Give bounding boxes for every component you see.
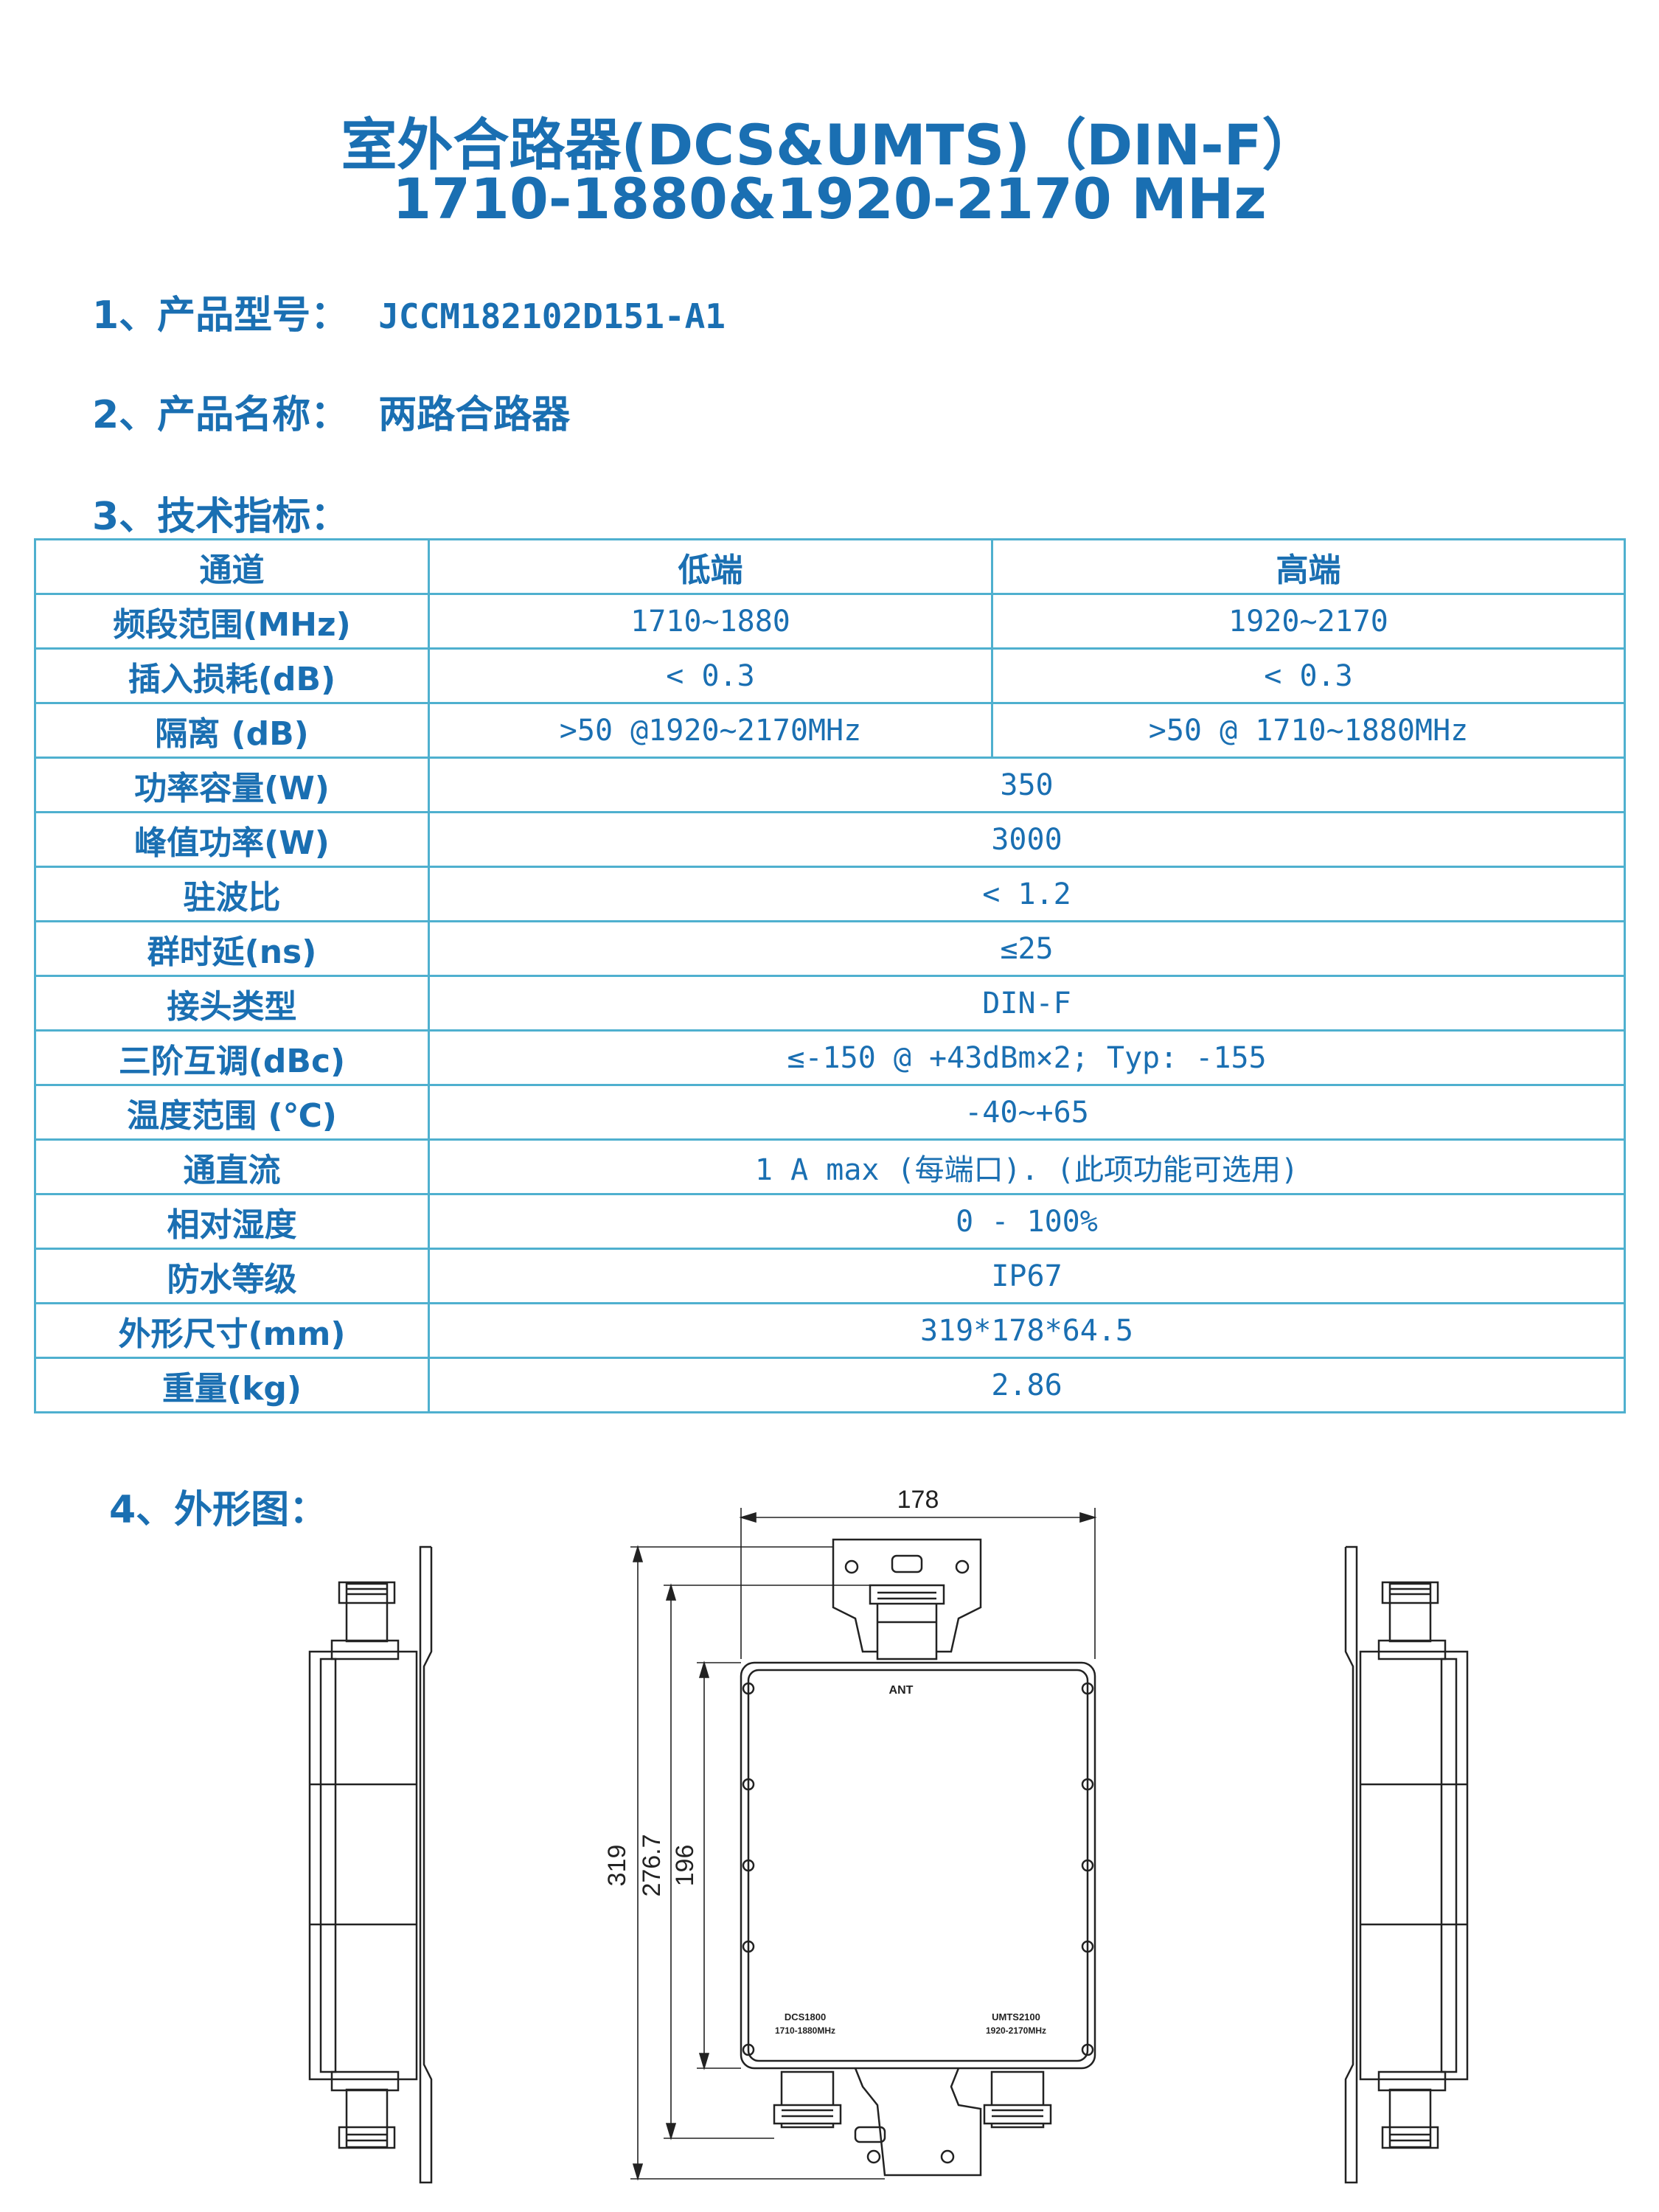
- dim-total-height-label: 319: [603, 1845, 631, 1887]
- front-view: [740, 1538, 1096, 2177]
- outline-drawing: 178 319 276.7 196 ANT DCS1800 1710-1880M…: [308, 1486, 1469, 2184]
- page-subtitle: 1710-1880&1920-2170 MHz: [392, 166, 1267, 232]
- row-label: 峰值功率(W): [34, 811, 430, 868]
- row-label: 接头类型: [34, 975, 430, 1032]
- row-label: 温度范围 (℃): [34, 1084, 430, 1141]
- row-label: 外形尺寸(mm): [34, 1302, 430, 1359]
- table-row: 频段范围(MHz) 1710~1880 1920~2170: [34, 593, 1626, 650]
- row-label: 重量(kg): [34, 1357, 430, 1413]
- table-row: 驻波比< 1.2: [34, 866, 1626, 922]
- section-name-label: 2、产品名称：: [92, 393, 349, 437]
- row-label: 防水等级: [34, 1248, 430, 1304]
- header-channel: 通道: [34, 538, 430, 595]
- row-label: 功率容量(W): [34, 757, 430, 813]
- table-header-row: 通道 低端 高端: [34, 538, 1626, 595]
- row-value: -40~+65: [428, 1084, 1626, 1141]
- row-value: IP67: [428, 1248, 1626, 1304]
- right-side-view: [1344, 1545, 1469, 2184]
- table-row: 外形尺寸(mm)319*178*64.5: [34, 1302, 1626, 1359]
- model-number: JCCM182102D151-A1: [378, 296, 726, 336]
- table-row: 插入损耗(dB) < 0.3 < 0.3: [34, 647, 1626, 704]
- row-value: 0 - 100%: [428, 1193, 1626, 1250]
- row-value: ≤25: [428, 920, 1626, 977]
- product-name: 两路合路器: [378, 393, 571, 437]
- port-low-name: DCS1800: [785, 2011, 826, 2023]
- row-value: 350: [428, 757, 1626, 813]
- table-row: 功率容量(W)350: [34, 757, 1626, 813]
- dimension-lines: [630, 1508, 1097, 2181]
- section-name: 2、产品名称： 两路合路器: [92, 383, 570, 439]
- row-label: 驻波比: [34, 866, 430, 922]
- port-high-name: UMTS2100: [992, 2011, 1040, 2023]
- page-title: 室外合路器(DCS&UMTS)（DIN-F）: [341, 112, 1318, 178]
- header-high: 高端: [991, 538, 1626, 595]
- dim-mid-height-label: 276.7: [638, 1834, 666, 1896]
- row-value: < 1.2: [428, 866, 1626, 922]
- low-value: >50 @1920~2170MHz: [428, 702, 993, 759]
- row-label: 插入损耗(dB): [34, 647, 430, 704]
- high-value: >50 @ 1710~1880MHz: [991, 702, 1626, 759]
- table-row: 峰值功率(W)3000: [34, 811, 1626, 868]
- port-low-freq: 1710-1880MHz: [775, 2025, 835, 2036]
- row-value: ≤-150 @ +43dBm×2; Typ: -155: [428, 1029, 1626, 1086]
- section-model-label: 1、产品型号：: [92, 293, 349, 338]
- high-value: 1920~2170: [991, 593, 1626, 650]
- table-row: 温度范围 (℃)-40~+65: [34, 1084, 1626, 1141]
- table-row: 群时延(ns)≤25: [34, 920, 1626, 977]
- spec-table: 通道 低端 高端 频段范围(MHz) 1710~1880 1920~2170 插…: [34, 538, 1626, 1413]
- row-label: 频段范围(MHz): [34, 593, 430, 650]
- row-value: 3000: [428, 811, 1626, 868]
- section-specs-heading: 3、技术指标：: [92, 495, 349, 539]
- port-ant-label: ANT: [889, 1684, 914, 1697]
- section-model: 1、产品型号： JCCM182102D151-A1: [92, 284, 726, 339]
- row-value: 2.86: [428, 1357, 1626, 1413]
- dim-width-label: 178: [897, 1486, 939, 1514]
- low-value: 1710~1880: [428, 593, 993, 650]
- row-value: 319*178*64.5: [428, 1302, 1626, 1359]
- row-label: 相对湿度: [34, 1193, 430, 1250]
- table-row: 隔离 (dB) >50 @1920~2170MHz >50 @ 1710~188…: [34, 702, 1626, 759]
- high-value: < 0.3: [991, 647, 1626, 704]
- header-low: 低端: [428, 538, 993, 595]
- left-side-view: [308, 1545, 433, 2184]
- port-high-freq: 1920-2170MHz: [986, 2025, 1046, 2036]
- dim-body-height-label: 196: [671, 1845, 699, 1887]
- row-value: DIN-F: [428, 975, 1626, 1032]
- row-label: 通直流: [34, 1138, 430, 1195]
- row-value: 1 A max (每端口). (此项功能可选用): [428, 1138, 1626, 1195]
- table-row: 重量(kg)2.86: [34, 1357, 1626, 1413]
- section-outline-heading: 4、外形图：: [109, 1488, 328, 1532]
- low-value: < 0.3: [428, 647, 993, 704]
- table-row: 三阶互调(dBc)≤-150 @ +43dBm×2; Typ: -155: [34, 1029, 1626, 1086]
- row-label: 隔离 (dB): [34, 702, 430, 759]
- row-label: 群时延(ns): [34, 920, 430, 977]
- row-label: 三阶互调(dBc): [34, 1029, 430, 1086]
